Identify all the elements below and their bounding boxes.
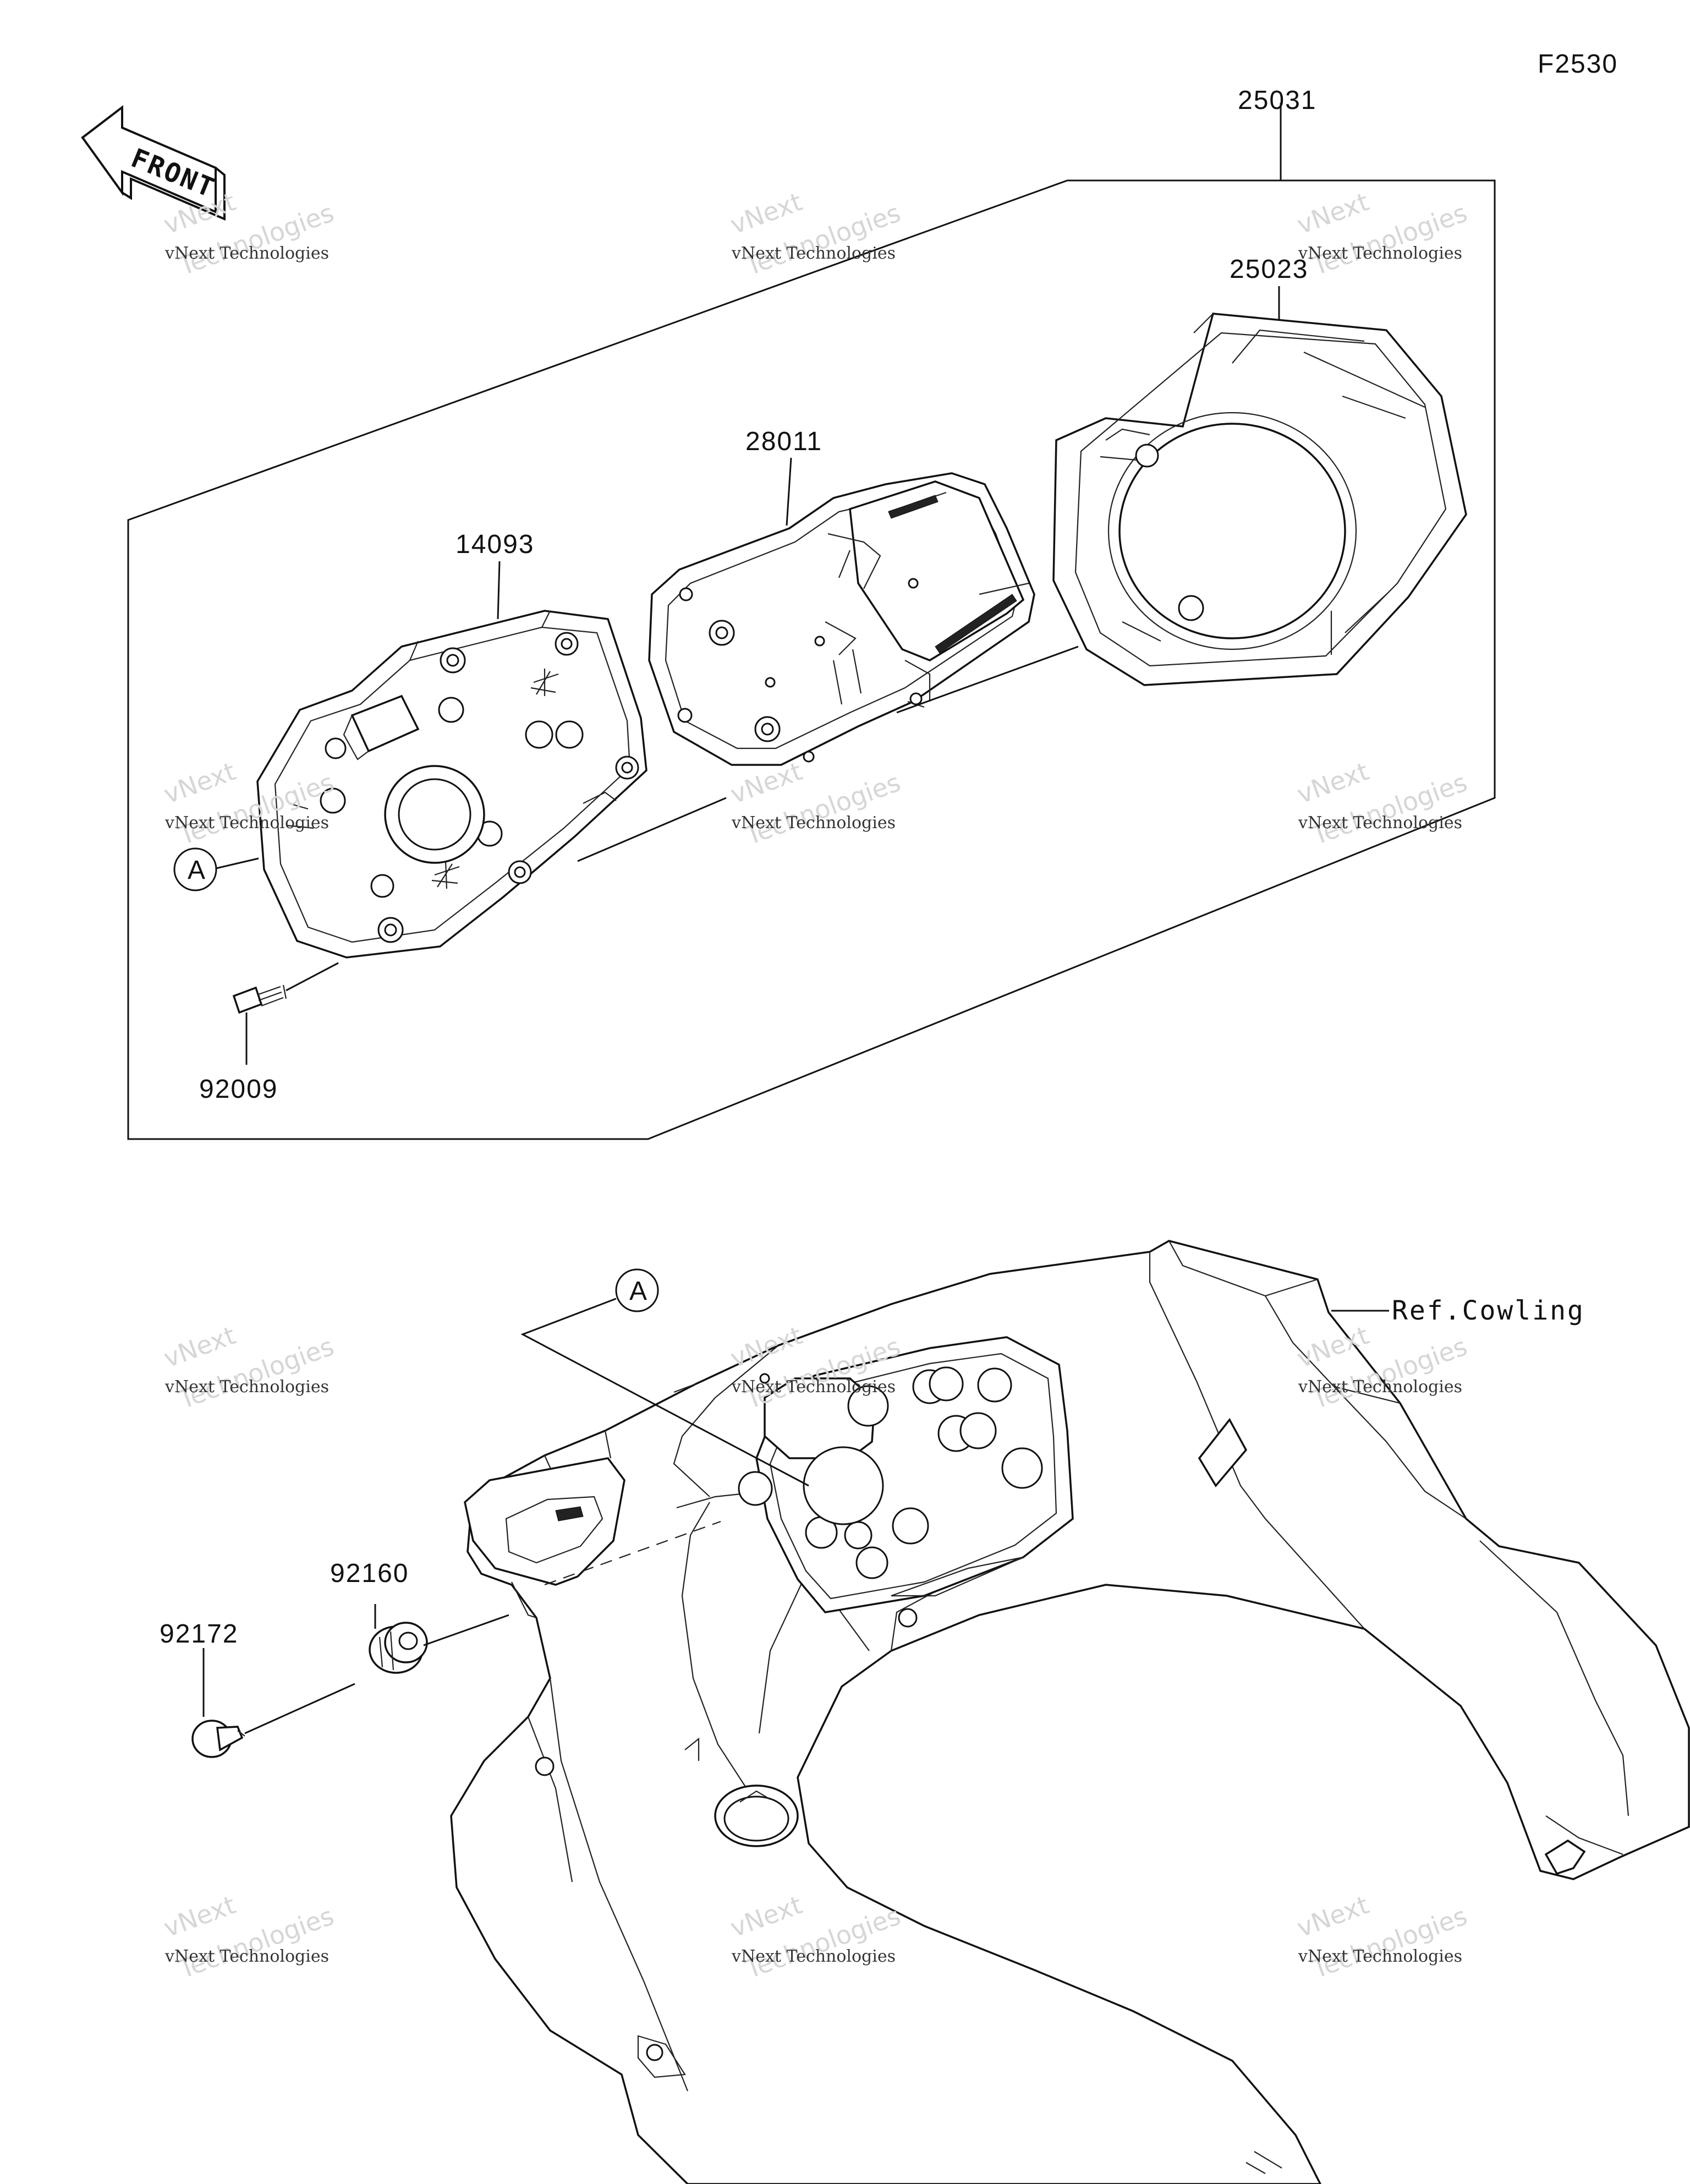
leader-damper-to-cowling <box>423 1614 509 1646</box>
separation-line-upper <box>896 645 1079 714</box>
callout-92009: 92009 <box>199 1075 278 1104</box>
figure-code: F2530 <box>1538 50 1618 79</box>
callout-14093: 14093 <box>456 530 534 559</box>
svg-text:vNext: vNext <box>1293 756 1373 809</box>
svg-text:vNext Technologies: vNext Technologies <box>164 813 329 833</box>
svg-text:vNext Technologies: vNext Technologies <box>1298 813 1462 833</box>
callout-25023: 25023 <box>1230 255 1308 284</box>
reference-a-bottom: A <box>520 1268 809 1487</box>
svg-text:vNext Technologies: vNext Technologies <box>731 244 896 263</box>
leader-28011 <box>786 457 792 526</box>
svg-text:vNext: vNext <box>726 187 806 240</box>
svg-text:vNext Technologies: vNext Technologies <box>1298 1377 1462 1397</box>
leader-14093 <box>497 561 501 620</box>
svg-text:vNext Technologies: vNext Technologies <box>1298 1947 1462 1966</box>
screw-92009 <box>232 962 339 1065</box>
meter-case-14093 <box>256 610 648 959</box>
meter-cover-25023 <box>1052 313 1467 686</box>
svg-text:vNext Technologies: vNext Technologies <box>1298 244 1462 263</box>
leader-screw-to-case <box>286 962 339 992</box>
svg-text:vNext Technologies: vNext Technologies <box>164 244 329 263</box>
callout-ref-cowling: Ref.Cowling <box>1392 1295 1585 1326</box>
svg-text:vNext Technologies: vNext Technologies <box>731 1947 896 1966</box>
svg-text:vNext: vNext <box>1293 1890 1373 1943</box>
svg-text:vNext: vNext <box>1293 187 1373 240</box>
svg-text:vNext: vNext <box>160 756 239 809</box>
svg-text:vNext Technologies: vNext Technologies <box>164 1947 329 1966</box>
separation-line-lower <box>577 797 727 862</box>
svg-text:vNext: vNext <box>160 1320 239 1373</box>
bolt-92172 <box>191 1648 355 1758</box>
svg-text:vNext Technologies: vNext Technologies <box>731 1377 896 1397</box>
meter-unit-28011 <box>648 472 1035 766</box>
callout-28011: 28011 <box>745 427 822 456</box>
svg-text:vNext: vNext <box>160 1890 239 1943</box>
reference-a-top: A <box>173 847 259 891</box>
svg-text:vNext Technologies: vNext Technologies <box>164 1377 329 1397</box>
callout-92172: 92172 <box>160 1619 238 1649</box>
svg-text:vNext Technologies: vNext Technologies <box>731 813 896 833</box>
cowling-assembly <box>450 1240 1690 2184</box>
assembly-boundary <box>127 103 1496 1140</box>
callout-92160: 92160 <box>330 1559 409 1588</box>
leader-bolt-to-damper <box>244 1683 355 1734</box>
alignment-line <box>544 1520 721 1586</box>
damper-92160 <box>369 1604 509 1674</box>
callout-25031: 25031 <box>1238 86 1316 115</box>
reference-a-top-label: A <box>188 856 206 885</box>
reference-a-bottom-label: A <box>629 1277 648 1306</box>
